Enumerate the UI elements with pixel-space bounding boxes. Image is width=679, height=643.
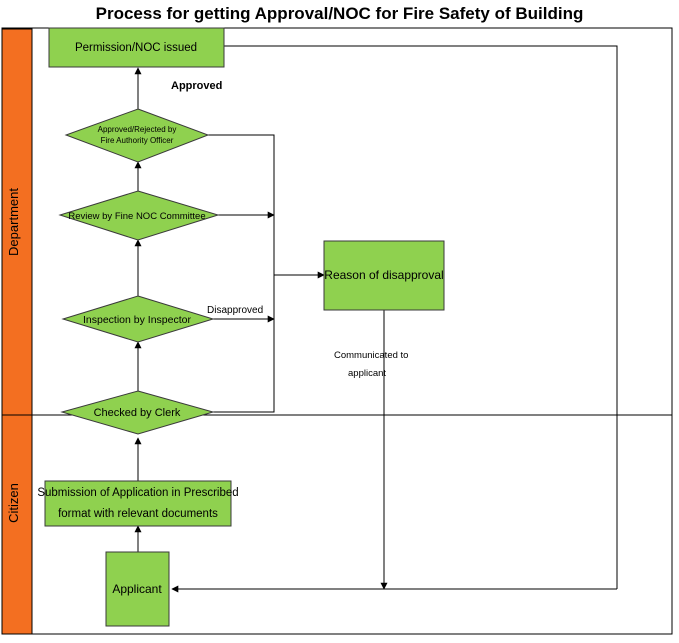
- approved-rejected-label-line1: Approved/Rejected by: [98, 125, 177, 134]
- reason-of-disapproval-box: [323, 240, 445, 311]
- permission-noc-issued-box: [48, 27, 225, 68]
- permission-return-line: [224, 45, 618, 589]
- submission-label-line2: format with relevant documents: [58, 508, 218, 520]
- checked-by-clerk-label: Checked by Clerk: [94, 407, 181, 419]
- submission-box: [44, 480, 232, 527]
- department-lane-header: [1, 28, 33, 416]
- communicated-edge-label-line1: Communicated to: [334, 350, 408, 361]
- checked-by-clerk-diamond: [60, 390, 215, 435]
- applicant-label: Applicant: [112, 582, 162, 596]
- department-lane-label: Department: [6, 188, 21, 256]
- clerk-disapproval-line: [213, 275, 275, 413]
- review-committee-label: Review by Fine NOC Committee: [68, 211, 205, 222]
- diagram-title: Process for getting Approval/NOC for Fir…: [95, 4, 584, 23]
- communicated-edge-label-line2: applicant: [348, 368, 386, 379]
- applicant-box: [105, 551, 170, 627]
- submission-label-line1: Submission of Application in Prescribed: [37, 487, 238, 499]
- review-committee-diamond: [58, 190, 220, 241]
- permission-noc-issued-label: Permission/NOC issued: [75, 42, 197, 54]
- approved-edge-label: Approved: [171, 80, 222, 92]
- citizen-lane-header: [1, 414, 33, 635]
- inspection-diamond: [61, 295, 215, 343]
- reason-of-disapproval-label: Reason of disapproval: [324, 268, 443, 282]
- approved-rejected-disapproval-line: [208, 134, 275, 275]
- inspection-label: Inspection by Inspector: [83, 314, 191, 326]
- citizen-lane-label: Citizen: [6, 483, 21, 523]
- disapproved-edge-label: Disapproved: [207, 305, 263, 316]
- approved-rejected-label-line2: Fire Authority Officer: [101, 136, 174, 145]
- approved-rejected-diamond: [64, 108, 210, 163]
